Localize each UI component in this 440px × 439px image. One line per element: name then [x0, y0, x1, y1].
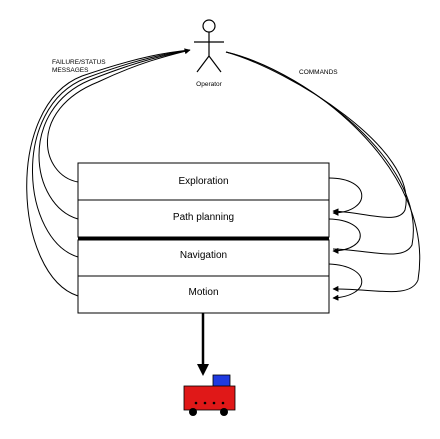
commands-label: COMMANDS [299, 69, 338, 76]
layer-box-navigation-body [77, 239, 330, 277]
robot-wheel [189, 408, 197, 416]
layer-box-exploration [77, 162, 330, 201]
robot-body [183, 385, 236, 411]
layer-label-exploration: Exploration [178, 176, 228, 187]
operator-label: Operator [196, 81, 222, 88]
robot-cab [212, 374, 231, 388]
layer-box-navigation [78, 237, 329, 240]
layer-box-motion [77, 275, 330, 314]
layer-label-navigation: Navigation [180, 250, 227, 261]
robot-icon [183, 374, 236, 416]
layer-stack: Exploration Path planning Navigation Mot… [77, 162, 330, 314]
robot-wheel [220, 408, 228, 416]
command-arrows [225, 51, 421, 293]
layer-label-path-planning: Path planning [173, 212, 234, 223]
failure-status-label-line1: FAILURE/STATUS [52, 59, 106, 66]
layer-loop-arrows [328, 177, 363, 301]
layer-label-motion: Motion [188, 287, 218, 298]
failure-status-label-line2: MESSAGES [52, 67, 89, 74]
motion-output-arrow [197, 313, 209, 376]
operator-icon [194, 19, 224, 73]
failure-status-arrows [26, 48, 191, 297]
